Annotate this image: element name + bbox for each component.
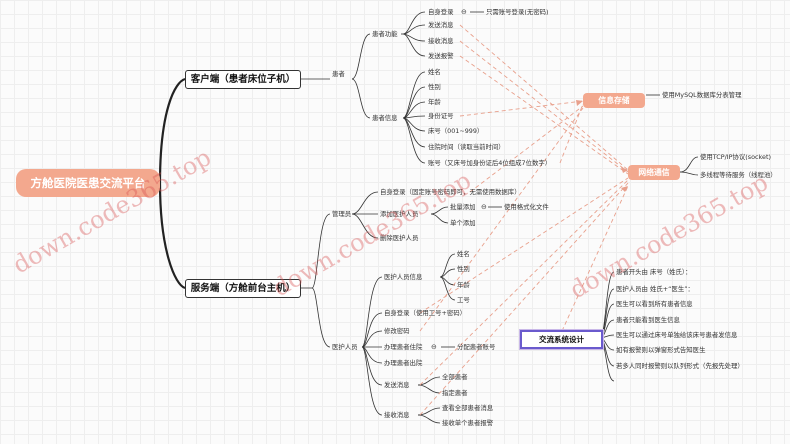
patient-info[interactable]: 患者信息 [372,114,398,122]
main-branches [158,77,186,290]
recv-all[interactable]: 查看全部患者消息 [442,404,494,412]
staff-item-0[interactable]: 自身登录（使用工号+密码） [384,309,467,317]
staff-item-4[interactable]: 发送消息 [384,381,410,389]
relation-lines [419,24,629,416]
relation-arrowheads [576,100,628,192]
staff-item-2[interactable]: 办理患者住院 [384,343,423,351]
staff-item-5[interactable]: 接收消息 [384,411,410,419]
branch-server [158,182,186,290]
design-rule-1[interactable]: 医护人员由 姓氏+“医生”： [616,285,694,293]
add-batch[interactable]: 批量添加 [450,203,476,211]
batch-note[interactable]: 使用格式化文件 [504,203,549,211]
design-rule-3[interactable]: 患者只能看到医生信息 [616,316,680,324]
send-all[interactable]: 全部患者 [442,373,468,381]
client-info-0[interactable]: 姓名 [428,68,441,76]
staff-item-3[interactable]: 办理患者出院 [384,359,423,367]
branch-client [158,77,186,184]
client-func-0[interactable]: 自身登录 [428,8,454,16]
staff-node[interactable]: 医护人员 [332,343,358,351]
client-info-3[interactable]: 身份证号 [428,112,454,120]
client-func-3[interactable]: 发送报警 [428,52,454,60]
client-func-2[interactable]: 接收消息 [428,37,454,45]
patient-functions[interactable]: 患者功能 [372,30,398,38]
design-rule-4[interactable]: 医生可以通过床号单独给该床号患者发信息 [616,331,738,339]
design-rule-6[interactable]: 若多人同时报警则以队列形式（先报先处理） [616,362,744,370]
design-rule-2[interactable]: 医生可以看到所有患者信息 [616,300,693,308]
minus-circle-icon: ⊖ [461,8,467,16]
design-rule-5[interactable]: 如有报警则以弹窗形式告知医生 [616,346,706,354]
client-node[interactable]: 客户端（患者床位子机） [185,70,301,89]
sub-branches [300,11,699,424]
client-info-6[interactable]: 账号（又床号加身份证后4位组成7位数字） [428,159,552,167]
client-info-4[interactable]: 床号（001~999） [428,127,484,135]
client-login-note[interactable]: 只需账号登录(无密码) [486,8,549,16]
staff-info-3[interactable]: 工号 [457,296,470,304]
staff-info-2[interactable]: 年龄 [457,281,470,289]
send-one[interactable]: 指定患者 [442,389,468,397]
admit-note[interactable]: 分配患者账号 [457,343,496,351]
admin-item-0[interactable]: 自身登录（固定账号密码即可，无需使用数据库） [380,188,521,196]
server-node[interactable]: 服务端（方舱前台主机） [185,279,301,298]
client-info-5[interactable]: 住院时间（读取当前时间） [428,143,505,151]
network-note-1[interactable]: 多线程等待服务（线程池） [700,171,777,179]
client-func-1[interactable]: 发送消息 [428,21,454,29]
minus-circle-icon: ⊖ [481,203,487,211]
client-info-1[interactable]: 性别 [428,83,441,91]
staff-item-1[interactable]: 修改密码 [384,327,410,335]
storage-node[interactable]: 信息存储 [583,93,645,108]
storage-note[interactable]: 使用MySQL数据库分表管理 [662,91,742,99]
network-node[interactable]: 网络通信 [628,165,680,180]
client-info-2[interactable]: 年龄 [428,98,441,106]
patient-group[interactable]: 患者 [332,70,345,78]
design-rule-0[interactable]: 患者开头由 床号（姓氏）： [616,268,692,276]
add-single[interactable]: 单个添加 [450,219,476,227]
admin-item-2[interactable]: 删除医护人员 [380,234,419,242]
staff-info-1[interactable]: 性别 [457,265,470,273]
recv-alarm[interactable]: 接收单个患者报警 [442,419,494,427]
staff-info-node[interactable]: 医护人员信息 [384,273,423,281]
admin-item-1[interactable]: 添加医护人员 [380,210,419,218]
admin-node[interactable]: 管理员 [332,210,352,218]
network-note-0[interactable]: 使用TCP/IP协议(socket) [700,153,771,161]
design-node[interactable]: 交流系统设计 [519,329,604,350]
minus-circle-icon: ⊖ [431,343,437,351]
root-node[interactable]: 方舱医院医患交流平台 [16,169,160,197]
staff-info-0[interactable]: 姓名 [457,250,470,258]
